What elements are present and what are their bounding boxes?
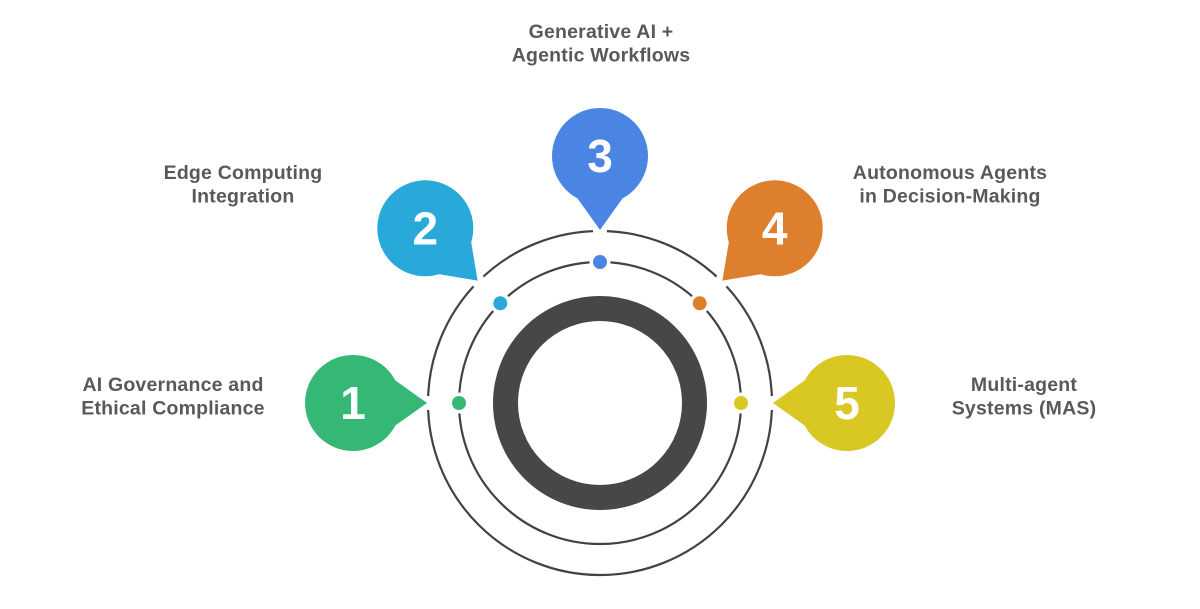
item-4-label-line-1: Autonomous Agents <box>853 162 1047 184</box>
bubble-circle-3 <box>552 108 648 204</box>
bubble-number-1: 1 <box>340 377 366 429</box>
bubble-number-3: 3 <box>587 130 613 182</box>
bubble-number-5: 5 <box>834 377 860 429</box>
dot-2 <box>493 296 508 311</box>
item-2-label-line-2: Integration <box>192 186 295 208</box>
dot-5 <box>734 396 748 410</box>
center-ring <box>493 296 707 510</box>
item-3-label-line-2: Agentic Workflows <box>512 45 691 67</box>
item-5-label-line-1: Multi-agent <box>971 374 1077 396</box>
middle-ring-dots <box>452 255 748 410</box>
bubble-tail-1 <box>395 380 427 426</box>
bubble-number-2: 2 <box>413 202 439 254</box>
bubble-number-4: 4 <box>762 202 788 254</box>
bubble-item-1: 1 AI Governance and Ethical Compliance <box>81 355 427 451</box>
item-5-label-line-2: Systems (MAS) <box>952 398 1097 420</box>
item-1-label-line-1: AI Governance and <box>82 374 263 396</box>
bubble-item-2: 2 Edge Computing Integration <box>164 162 478 281</box>
bubble-tail-3 <box>577 198 623 230</box>
dot-1 <box>452 396 466 410</box>
bubble-item-5: 5 Multi-agent Systems (MAS) <box>773 355 1096 451</box>
ring-gap-3 <box>593 224 607 238</box>
bubble-tail-5 <box>773 380 805 426</box>
bubble-circle-5 <box>799 355 895 451</box>
ring-gap-5 <box>765 396 779 410</box>
dot-4 <box>692 296 707 311</box>
dot-3 <box>593 255 607 269</box>
item-1-label-line-2: Ethical Compliance <box>81 398 264 420</box>
item-3-label-line-1: Generative AI + <box>529 21 674 43</box>
bubble-circle-2 <box>377 180 474 277</box>
ring-gap-1 <box>421 396 435 410</box>
bubble-item-4: 4 Autonomous Agents in Decision-Making <box>722 162 1047 281</box>
bubble-item-3: 3 Generative AI + Agentic Workflows <box>512 21 691 230</box>
bubble-circle-4 <box>726 180 823 277</box>
item-4-label-line-2: in Decision-Making <box>859 186 1040 208</box>
bubble-circle-1 <box>305 355 401 451</box>
item-2-label-line-1: Edge Computing <box>164 162 323 184</box>
